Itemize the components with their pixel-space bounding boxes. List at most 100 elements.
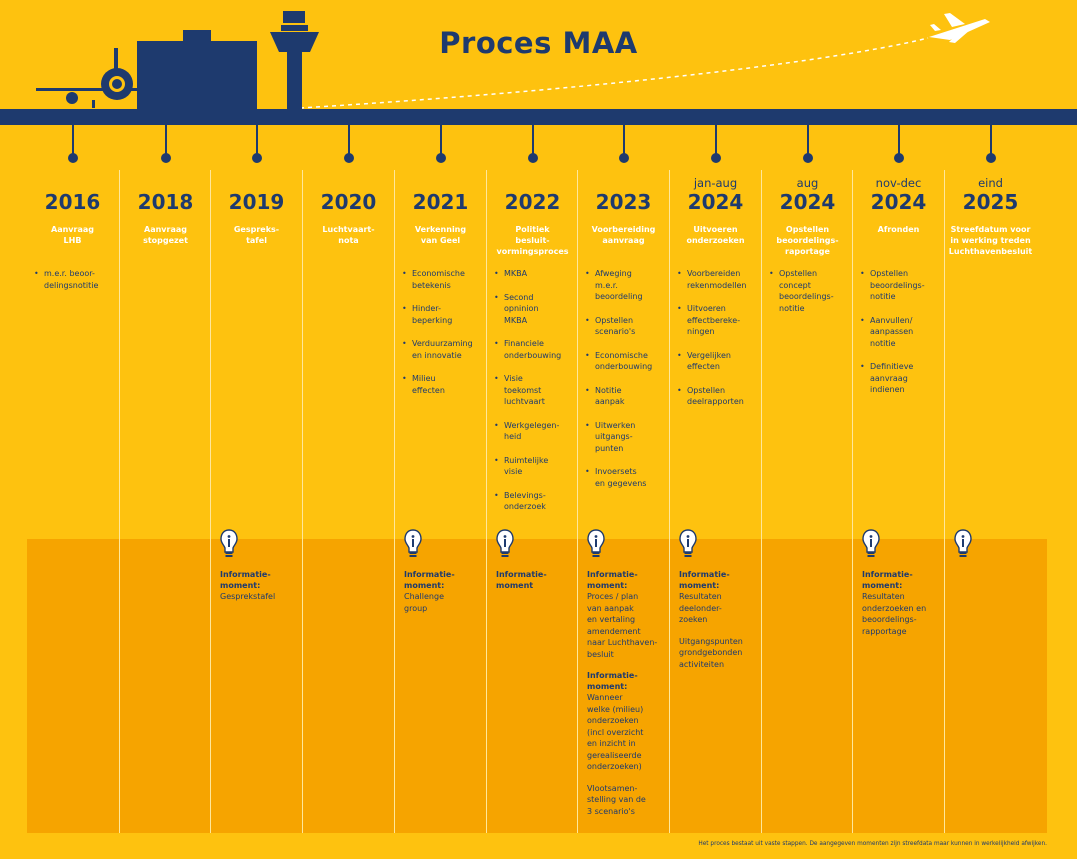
information-moment-text: Uitgangspunten grondgebonden activiteite… [679,636,743,669]
activity-item: Ruimtelijke visie [494,455,578,478]
information-moment: Vlootsamen- stelling van de 3 scenario's [587,783,667,818]
activity-list: Voorbereiden rekenmodellenUitvoeren effe… [677,268,761,420]
activity-item: Invoersets en gegevens [585,466,669,489]
marker-dot [803,153,813,163]
marker-stem [165,124,167,156]
information-moment: Informatie- moment [496,569,576,591]
activity-item: Voorbereiden rekenmodellen [677,268,761,291]
information-moment-title: Informatie- moment: [587,671,638,691]
page-title: Proces MAA [439,26,638,60]
information-moment-title: Informatie- moment: [220,570,271,590]
information-band [27,539,1047,833]
activity-item: Opstellen scenario's [585,315,669,338]
information-moment-text: Resultaten onderzoeken en beoordelings- … [862,592,927,636]
information-moment: Informatie- moment: Gesprekstafel [220,569,300,603]
marker-stem [256,124,258,156]
activity-item: Opstellen deelrapporten [677,385,761,408]
marker-dot [68,153,78,163]
information-moments: Informatie- moment:Challenge group [404,569,484,624]
information-moments: Informatie- moment [496,569,576,601]
year-label: 2024 [687,190,744,214]
information-moment-text: Gesprekstafel [220,592,276,601]
information-moment: Informatie- moment:Resultaten deelonder-… [679,569,759,626]
marker-stem [898,124,900,156]
activity-item: Notitie aanpak [585,385,669,408]
activity-list: MKBASecond opninion MKBAFinanciele onder… [494,268,578,525]
information-moment-title: Informatie- moment: [862,570,913,590]
phase-title: Verkenning van Geel [414,225,467,245]
activity-item: Economische onderbouwing [585,350,669,373]
period-label: nov-dec [875,176,922,190]
footnote: Het proces bestaat uit vaste stappen. De… [698,841,1047,847]
activity-item: Vergelijken effecten [677,350,761,373]
information-moment-text: Proces / plan van aanpak en vertaling am… [587,592,658,659]
terminal-building-icon [137,30,257,109]
period-label: eind [978,176,1003,190]
information-moment: Informatie- moment:Proces / plan van aan… [587,569,667,660]
control-tower-icon [270,11,319,109]
information-moments: Informatie- moment:Resultaten onderzoeke… [862,569,942,647]
activity-item: m.e.r. beoor- delingsnotitie [34,268,118,291]
information-moments: Informatie- moment: Gesprekstafel [220,569,300,613]
phase-title: Uitvoeren onderzoeken [686,225,745,245]
marker-stem [440,124,442,156]
marker-stem [807,124,809,156]
activity-list: Opstellen beoordelings- notitieAanvullen… [860,268,944,408]
marker-dot [894,153,904,163]
marker-stem [532,124,534,156]
information-moment-title: Informatie- moment: [404,570,455,590]
flight-path [299,37,929,109]
lightbulb-info-icon [862,529,880,559]
activity-item: Milieu effecten [402,373,486,396]
timeline-column-9: nov-dec2024AfrondenOpstellen beoordeling… [852,124,944,833]
year-label: 2020 [320,190,377,214]
marker-dot [986,153,996,163]
activity-item: Belevings- onderzoek [494,490,578,513]
activity-item: Economische betekenis [402,268,486,291]
activity-item: Definitieve aanvraag indienen [860,361,944,396]
activity-item: Uitwerken uitgangs- punten [585,420,669,455]
activity-list: Economische betekenisHinder- beperkingVe… [402,268,486,408]
phase-title: Aanvraag stopgezet [143,225,188,245]
phase-title: Gespreks- tafel [233,225,280,245]
timeline-bar [0,109,1077,125]
information-moment: Informatie- moment:Resultaten onderzoeke… [862,569,942,637]
phase-title: Streefdatum voor in werking treden Lucht… [948,225,1033,256]
activity-item: Hinder- beperking [402,303,486,326]
lightbulb-info-icon [496,529,514,559]
marker-dot [252,153,262,163]
year-label: 2022 [504,190,561,214]
phase-title: Voorbereiding aanvraag [591,225,656,245]
information-moments: Informatie- moment:Resultaten deelonder-… [679,569,759,680]
activity-item: Werkgelegen- heid [494,420,578,443]
activity-item: Aanvullen/ aanpassen notitie [860,315,944,350]
year-label: 2018 [137,190,194,214]
year-label: 2024 [779,190,836,214]
marker-stem [72,124,74,156]
information-moment-text: Resultaten deelonder- zoeken [679,592,722,624]
activity-list: Opstellen concept beoordelings- notitie [769,268,853,326]
information-moment: Informatie- moment:Wanneer welke (milieu… [587,670,667,773]
year-label: 2016 [44,190,101,214]
year-label: 2024 [870,190,927,214]
phase-title: Politiek besluit- vormingsproces [496,225,569,256]
marker-dot [619,153,629,163]
phase-title: Opstellen beoordelings- raportage [776,225,839,256]
phase-title: Luchtvaart- nota [322,225,375,245]
period-label: aug [796,176,819,190]
marker-dot [344,153,354,163]
activity-list: Afweging m.e.r. beoordelingOpstellen sce… [585,268,669,501]
marker-stem [990,124,992,156]
year-label: 2021 [412,190,469,214]
activity-item: Opstellen concept beoordelings- notitie [769,268,853,314]
departing-airplane-icon [929,13,990,43]
year-label: 2023 [595,190,652,214]
